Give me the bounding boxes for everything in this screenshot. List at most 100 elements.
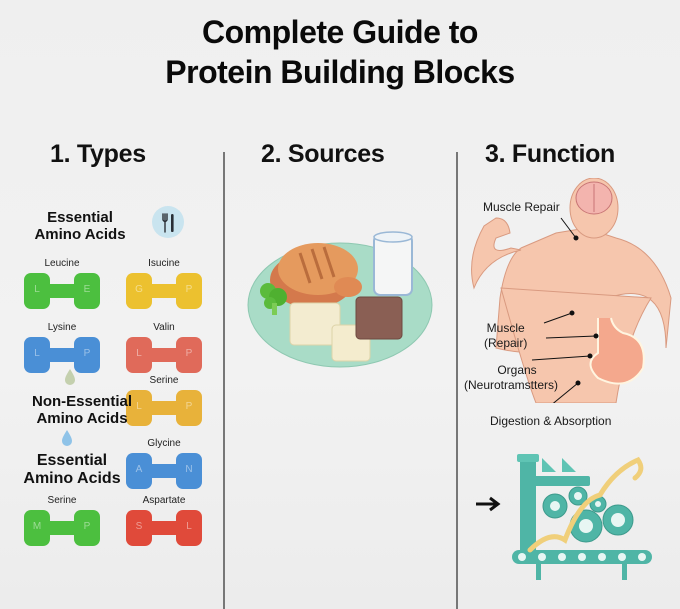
- dumbbell-name: Isucine: [148, 258, 180, 269]
- dumbbell-name: Serine: [149, 375, 179, 386]
- dumbbell-bell: [126, 273, 152, 309]
- protein-ribbon: [527, 456, 644, 553]
- dumbbell-letter: P: [185, 284, 193, 295]
- label-organs: Organs (Neurotramstters): [464, 363, 567, 393]
- label-digestion-absorption: Digestion & Absorption: [490, 414, 612, 428]
- dumbbell-letter: P: [185, 401, 193, 412]
- dumbbell-letter: P: [185, 348, 193, 359]
- dumbbell-bar: [146, 284, 182, 298]
- dumbbell-name: Serine: [47, 495, 77, 506]
- essential-amino-acids-label: Essential Amino Acids: [30, 209, 130, 243]
- dumbbell-bell: [74, 510, 100, 546]
- tofu-block: [289, 302, 341, 346]
- dumbbell-bell: [74, 337, 100, 373]
- dumbbell-bar: [44, 521, 80, 535]
- dumbbell-letter: L: [136, 401, 142, 412]
- column-heading-function: 3. Function: [485, 140, 616, 168]
- label-line: (Neurotramstters): [463, 378, 558, 392]
- protein-food-plate-illustration: [247, 231, 433, 368]
- fork-knife-icon: [152, 206, 184, 238]
- label-line: Amino Acids: [36, 410, 128, 427]
- dumbbell-letter: L: [34, 284, 40, 295]
- dumbbell-bell: [176, 337, 202, 373]
- water-drop-icon: [61, 430, 73, 446]
- dumbbell-bell: [24, 510, 50, 546]
- dumbbell-letter: G: [135, 284, 143, 295]
- dumbbell-bell: [176, 510, 202, 546]
- label-line: Non-Essential: [31, 393, 133, 410]
- essential-amino-acids-label-2: Essential Amino Acids: [22, 452, 122, 488]
- dumbbell-bell: [126, 337, 152, 373]
- chocolate-block: [355, 296, 403, 340]
- label-muscle-repair: Muscle (Repair): [484, 321, 527, 351]
- human-body-illustration: [471, 178, 672, 403]
- dumbbell-bell: [74, 273, 100, 309]
- column-divider: [223, 152, 225, 609]
- protein-synthesis-machine-illustration: [476, 454, 652, 580]
- flexed-arm: [471, 217, 522, 290]
- dumbbell-bar: [146, 521, 182, 535]
- broccoli: [260, 283, 287, 315]
- label-line: Essential: [36, 452, 108, 469]
- label-line: (Repair): [484, 336, 528, 350]
- dumbbell-bell: [126, 390, 152, 426]
- stomach-icon: [589, 317, 645, 385]
- dumbbell-bar: [44, 348, 80, 362]
- label-line: Muscle: [486, 321, 525, 335]
- milk-glass: [373, 234, 413, 296]
- water-drop-icon: [64, 369, 76, 385]
- dumbbell-bar: [146, 464, 182, 478]
- dumbbell-bell: [24, 273, 50, 309]
- column-divider: [456, 152, 458, 609]
- title-line-2: Protein Building Blocks: [165, 54, 515, 90]
- dumbbell-letter: N: [185, 464, 193, 475]
- dumbbell-name: Aspartate: [142, 495, 186, 506]
- dumbbell-letter: E: [83, 284, 91, 295]
- title-line-1: Complete Guide to: [202, 14, 478, 50]
- dumbbell-bell: [126, 453, 152, 489]
- column-heading-types: 1. Types: [50, 140, 146, 168]
- dumbbell-letter: P: [83, 521, 91, 532]
- label-line: Organs: [497, 363, 537, 377]
- dumbbell-letter: S: [135, 521, 143, 532]
- arrow-right-icon: [476, 496, 501, 512]
- dumbbell-name: Glycine: [147, 438, 181, 449]
- label-muscle-repair-top: Muscle Repair: [483, 200, 560, 214]
- dumbbell-letter: L: [34, 348, 40, 359]
- dumbbell-name: Valin: [153, 322, 175, 333]
- dumbbell-name: Leucine: [44, 258, 80, 269]
- chicken-leg: [334, 277, 362, 297]
- dumbbell-bar: [146, 401, 182, 415]
- dumbbell-bell: [176, 453, 202, 489]
- dumbbell-bell: [176, 390, 202, 426]
- dumbbell-letter: A: [135, 464, 143, 475]
- label-line: Amino Acids: [23, 470, 121, 487]
- page-title: Complete Guide to Protein Building Block…: [0, 12, 680, 92]
- non-essential-amino-acids-label: Non-Essential Amino Acids: [27, 393, 137, 427]
- dumbbell-bell: [126, 510, 152, 546]
- dumbbell-bell: [176, 273, 202, 309]
- column-heading-sources: 2. Sources: [261, 140, 385, 168]
- dumbbell-letter: L: [186, 521, 192, 532]
- dumbbell-letter: P: [83, 348, 91, 359]
- dumbbell-bell: [24, 337, 50, 373]
- dumbbell-bar: [146, 348, 182, 362]
- label-line: Essential: [47, 209, 113, 226]
- dumbbell-name: Lysine: [47, 322, 77, 333]
- dumbbell-bar: [44, 284, 80, 298]
